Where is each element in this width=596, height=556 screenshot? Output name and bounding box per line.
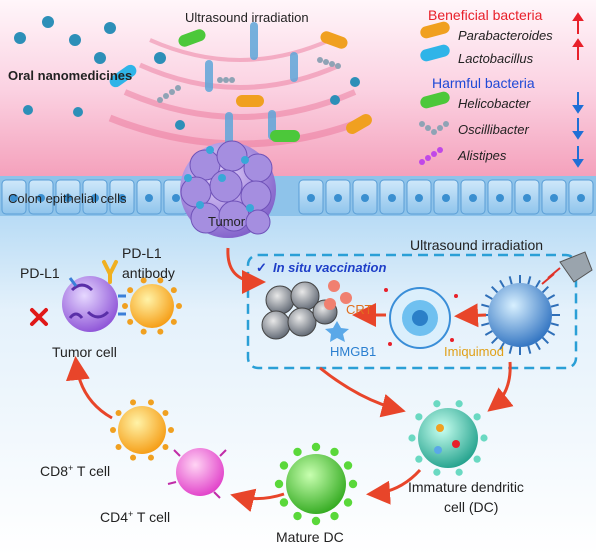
arrow-nano-to-dc	[487, 361, 514, 412]
ultrasound-label-vaccination: Ultrasound irradiation	[410, 237, 543, 253]
colon-epithelium	[0, 176, 596, 216]
hmgb1-label: HMGB1	[330, 344, 376, 359]
down-arrow-icons	[572, 92, 584, 168]
parabacteroides-icon	[420, 21, 450, 39]
immature-dc-label-1: Immature dendritic	[408, 479, 524, 495]
immature-dc-label-2: cell (DC)	[444, 499, 498, 515]
legend-icons	[419, 21, 450, 165]
pd-l1-receptor-icon	[68, 277, 126, 316]
imiquimod-label: Imiquimod	[444, 344, 504, 359]
tumor-mass	[180, 140, 276, 238]
vaccination-box	[246, 253, 578, 370]
arrow-release	[454, 303, 487, 328]
pd-l1-antibody-icon	[102, 260, 118, 284]
nanomedicine-particle	[480, 275, 560, 355]
arrow-mature-to-cd4	[230, 488, 285, 513]
arrow-tumor-to-vaccination	[226, 247, 266, 294]
colon-epithelial-label: Colon epithelial cells	[8, 191, 127, 206]
drug-release-particle	[389, 287, 451, 349]
hmgb1-icon	[325, 321, 349, 342]
cd8-t-cell	[110, 399, 174, 461]
legend-alistipes: Alistipes	[457, 148, 507, 163]
arrow-vaccination-to-dc	[319, 366, 406, 418]
tumor-cell	[62, 276, 118, 332]
crt-label: CRT	[346, 302, 373, 317]
effector-t-cell	[122, 277, 182, 335]
pd-l1-antibody-label-1: PD-L1	[122, 245, 162, 261]
legend-oscillibacter: Oscillibacter	[458, 122, 529, 137]
harmful-title: Harmful bacteria	[432, 75, 535, 91]
cross-icon	[30, 308, 48, 326]
cd4-t-cell-label: CD4+ T cell	[100, 509, 170, 525]
release-dots	[384, 288, 458, 346]
immature-dc-cell	[408, 400, 488, 476]
ultrasound-label-top: Ultrasound irradiation	[185, 10, 309, 25]
alistipes-icon	[419, 147, 443, 165]
up-arrow-icons	[572, 12, 584, 60]
check-icon: ✓	[256, 260, 267, 275]
cd8-t-cell-label: CD8+ T cell	[40, 463, 110, 479]
pd-l1-label: PD-L1	[20, 265, 60, 281]
legend-helicobacter: Helicobacter	[458, 96, 531, 111]
tumor-cell-label: Tumor cell	[52, 344, 117, 360]
lactobacillus-icon	[420, 44, 450, 62]
oral-nanomedicines-label: Oral nanomedicines	[8, 68, 132, 83]
lumen-bacteria	[109, 29, 372, 142]
vaccination-title: In situ vaccination	[273, 260, 386, 275]
pd-l1-antibody-label-2: antibody	[122, 265, 175, 281]
legend-lactobacillus: Lactobacillus	[458, 51, 534, 66]
cd4-t-cell	[167, 448, 227, 499]
arrow-cd8-to-tumor	[65, 356, 113, 420]
beneficial-title: Beneficial bacteria	[428, 7, 543, 23]
mature-dc-cell	[274, 442, 358, 526]
mature-dc-label: Mature DC	[276, 529, 344, 545]
nanoparticles	[14, 16, 360, 130]
legend-parabacteroides: Parabacteroides	[458, 28, 553, 43]
lumen-background	[0, 0, 596, 178]
dying-tumor-cells	[261, 281, 338, 340]
helicobacter-icon	[420, 91, 450, 109]
oscillibacter-icon	[419, 121, 449, 135]
tumor-label: Tumor	[208, 214, 246, 229]
transducer-icon	[541, 251, 593, 285]
crt-icon	[324, 280, 352, 310]
arrow-immature-to-mature	[366, 468, 422, 505]
